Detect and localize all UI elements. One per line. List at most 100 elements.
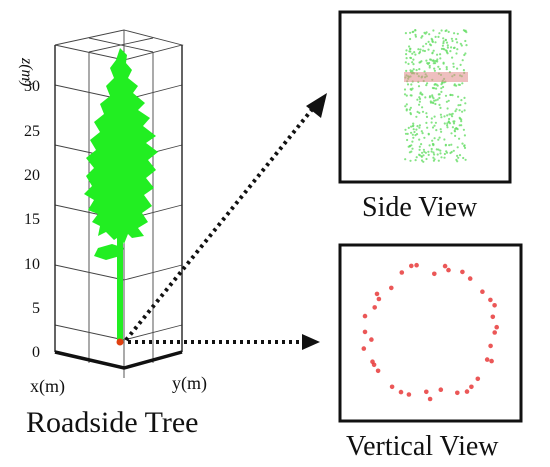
side-view-point [421, 151, 424, 154]
side-view-point [430, 147, 433, 151]
side-view-point [453, 120, 456, 123]
side-view-point [461, 59, 464, 62]
side-view-point [433, 153, 436, 156]
side-view-point [455, 38, 458, 41]
side-view-point [404, 132, 408, 135]
side-view-point [462, 69, 465, 72]
side-view-point [427, 40, 430, 44]
side-view-point [414, 33, 417, 37]
side-view-point [463, 144, 466, 148]
side-view-point [415, 69, 418, 72]
side-view-point [426, 126, 429, 129]
side-view-point [427, 150, 430, 153]
side-view-point [405, 109, 408, 112]
side-view-point [445, 41, 449, 44]
vertical-view-point [488, 297, 493, 303]
side-view-point [454, 110, 457, 113]
side-view-point [463, 134, 466, 137]
z-tick-0: 0 [32, 344, 40, 361]
vertical-view-point [480, 289, 485, 295]
side-view-point [403, 88, 407, 91]
side-view-point [439, 53, 442, 56]
side-view-point [432, 156, 435, 159]
side-view-point [459, 42, 462, 45]
side-view-point [461, 110, 464, 113]
z-tick-10: 10 [24, 256, 40, 273]
side-view-point [420, 130, 423, 133]
vertical-view-point [488, 343, 493, 349]
side-view-point [464, 102, 467, 105]
side-view-point [460, 99, 463, 102]
side-view-point [427, 153, 430, 156]
side-view-point [404, 105, 407, 108]
side-view-point [418, 124, 421, 127]
side-view-point [413, 51, 416, 54]
vertical-view-point [464, 389, 470, 394]
side-view-point [459, 63, 462, 66]
side-view-point [431, 40, 434, 43]
side-view-point [418, 111, 421, 114]
vertical-view-point [455, 390, 460, 396]
side-view-point [448, 144, 451, 147]
side-view-point [425, 42, 428, 45]
side-view-point [414, 159, 417, 162]
side-view-point [418, 145, 421, 148]
z-tick-labels: 0 5 10 15 20 25 30 [24, 78, 40, 361]
vertical-view-point [484, 357, 490, 362]
vertical-view-point [372, 305, 378, 310]
side-view-point [436, 98, 439, 101]
side-view-point [414, 53, 417, 56]
side-view-point [449, 50, 452, 53]
side-view-point [435, 129, 438, 132]
side-view-point [412, 68, 415, 71]
side-view-point [409, 31, 412, 34]
side-view-point [418, 103, 421, 106]
box-edges [54, 45, 183, 352]
side-view-points [403, 29, 468, 163]
side-view-point [457, 95, 460, 98]
side-view-point [443, 156, 446, 159]
side-view-point [416, 98, 419, 101]
side-view-point [412, 128, 415, 131]
side-view-point [450, 143, 453, 146]
side-view-point [428, 66, 431, 69]
side-view-point [444, 38, 447, 41]
side-view-point [448, 122, 452, 125]
side-view-point [432, 62, 435, 65]
side-view-point [465, 30, 468, 34]
side-view-point [462, 128, 465, 131]
side-view-point [407, 145, 410, 148]
side-view-point [423, 136, 426, 139]
side-view-point [434, 121, 437, 124]
side-view-point [440, 116, 443, 119]
side-view-point [464, 158, 467, 161]
side-view-point [430, 121, 433, 124]
side-view-point [425, 121, 428, 124]
vertical-view-point [370, 359, 375, 365]
z-axis-label: z(m) [18, 57, 35, 86]
side-view-panel: Side View [338, 10, 512, 223]
side-view-point [411, 140, 414, 143]
side-view-point [458, 137, 461, 140]
side-view-point [446, 52, 449, 55]
side-view-point [414, 35, 417, 38]
side-view-point [463, 146, 467, 149]
side-view-point [443, 115, 446, 118]
side-view-point [455, 108, 458, 111]
side-view-point [432, 151, 435, 154]
side-view-point [431, 52, 434, 55]
side-view-point [405, 53, 408, 56]
side-view-point [423, 150, 426, 153]
side-view-point [451, 39, 454, 43]
side-view-point [418, 97, 422, 100]
vertical-view-point [375, 368, 381, 374]
side-view-point [425, 157, 428, 161]
side-view-point [445, 68, 448, 71]
side-view-point [447, 120, 450, 123]
side-view-point [436, 60, 439, 63]
side-view-point [427, 62, 430, 65]
side-view-point [420, 143, 423, 146]
side-view-point [445, 29, 448, 32]
side-view-point [416, 125, 419, 128]
